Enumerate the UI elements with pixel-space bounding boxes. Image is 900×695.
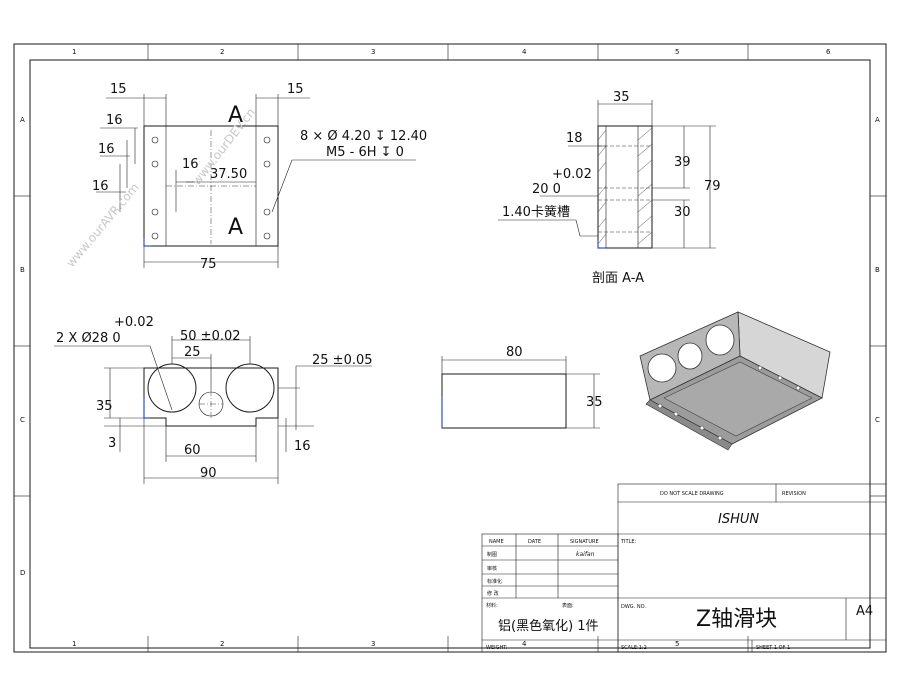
dim-bottom-tol-upper: +0.02 [114,315,154,330]
zone-ticks [14,44,886,652]
dim-section-30: 30 [674,205,691,220]
row-revision: 修 改 [487,590,499,597]
dim-side-80: 80 [506,345,523,360]
dim-front-16-a: 16 [106,113,123,128]
dim-front-16-b: 16 [98,142,115,157]
scale-label: SCALE:1:2 [621,645,647,651]
do-not-scale-label: DO NOT SCALE DRAWING [660,491,724,497]
groove-note: 1.40卡簧槽 [502,204,570,220]
title-label: TITLE: [620,539,637,545]
inner-border [29,59,871,649]
signature: kaifan [576,551,595,558]
sheet-number: SHEET 1 OF 1 [756,645,790,651]
dim-front-15-left: 15 [110,82,127,97]
bottom-view-outline [143,367,279,427]
dim-bottom-50: 50 ±0.02 [180,329,241,344]
origin-marker-section [597,240,606,249]
dim-front-37-50: 37.50 [210,167,247,182]
dim-bottom-35: 35 [96,399,113,414]
revision-label: REVISION [782,491,806,497]
company-name: ISHUN [718,512,759,527]
hole-callout-line2: M5 - 6H ↧ 0 [326,145,404,160]
zone-label-right-c: C [875,416,880,424]
zone-label-right-b: B [875,266,880,274]
weight-label: WEIGHT: [486,645,508,651]
zone-label-bottom-1: 1 [72,640,76,648]
section-caption: 剖面 A-A [592,271,644,286]
hole-callout-line1: 8 × Ø 4.20 ↧ 12.40 [300,129,427,144]
dim-bottom-3: 3 [108,436,116,451]
dim-bottom-16: 16 [294,439,311,454]
dim-bottom-90: 90 [200,466,217,481]
dwg-no-label: DWG. NO. [621,604,646,610]
front-view-holes [151,136,271,240]
material-label: 材料: [486,602,498,609]
dim-section-79: 79 [704,179,721,194]
outer-border [13,43,887,653]
section-outline [597,125,653,249]
material-value: 铝(黑色氧化) 1件 [498,618,599,634]
dim-section-35: 35 [613,90,630,105]
origin-marker-bottom [143,398,150,419]
zone-label-top-1: 1 [72,48,76,56]
front-view: A A 15 15 16 16 16 16 37.50 75 8 × Ø 4.2… [92,82,427,272]
finish-label: 表面: [562,602,574,609]
zone-labels: 1 2 3 4 5 6 1 2 3 4 5 A B C D A B C [20,48,880,648]
dim-front-16-c: 16 [92,179,109,194]
dim-section-tol-upper: +0.02 [552,167,592,182]
dim-bottom-25: 25 [184,345,201,360]
zone-label-top-6: 6 [826,48,831,56]
zone-label-left-a: A [20,116,25,124]
dim-bottom-60: 60 [184,443,201,458]
side-view-outline [441,373,567,429]
row-drafter: 制图 [487,551,497,558]
zone-label-right-a: A [875,116,880,124]
dim-front-16-d: 16 [182,157,199,172]
side-view: 80 35 [441,345,603,429]
zone-label-left-b: B [20,266,25,274]
col-date-label: DATE [528,539,541,545]
col-name-label: NAME [489,539,504,545]
row-reviewer: 审核 [487,565,497,572]
section-view: 35 18 39 79 30 +0.02 20 0 1.40卡簧槽 剖面 A-A [498,90,721,286]
dim-section-18: 18 [566,131,583,146]
zone-label-top-5: 5 [675,48,679,56]
dim-section-20: 20 0 [532,182,561,197]
zone-label-top-2: 2 [220,48,224,56]
bore-left [147,363,197,413]
zone-label-bottom-5: 5 [675,640,679,648]
dim-front-75: 75 [200,257,217,272]
zone-label-left-d: D [20,569,25,577]
section-mark-bottom: A [228,215,243,240]
zone-label-top-4: 4 [522,48,527,56]
dim-front-15-right: 15 [287,82,304,97]
bottom-view: +0.02 2 X Ø28 0 50 ±0.02 25 25 ±0.05 35 … [54,315,373,484]
sheet-size: A4 [856,604,873,619]
dim-section-39: 39 [674,155,691,170]
dim-side-35: 35 [586,395,603,410]
dim-bottom-25-tol: 25 ±0.05 [312,353,373,368]
section-mark-top: A [228,103,243,128]
origin-marker-front [143,238,152,247]
zone-label-top-3: 3 [371,48,375,56]
bore-callout: 2 X Ø28 0 [56,331,121,346]
zone-label-left-c: C [20,416,25,424]
title-block: DO NOT SCALE DRAWING REVISION ISHUN TITL… [481,483,887,653]
zone-label-bottom-4: 4 [522,640,527,648]
drawing-title: Z轴滑块 [696,607,777,632]
isometric-view [639,311,831,451]
zone-label-bottom-2: 2 [220,640,224,648]
row-standardization: 标准化 [487,578,502,585]
zone-label-bottom-3: 3 [371,640,375,648]
bore-right [225,363,275,413]
col-signature-label: SIGNATURE [570,539,599,545]
